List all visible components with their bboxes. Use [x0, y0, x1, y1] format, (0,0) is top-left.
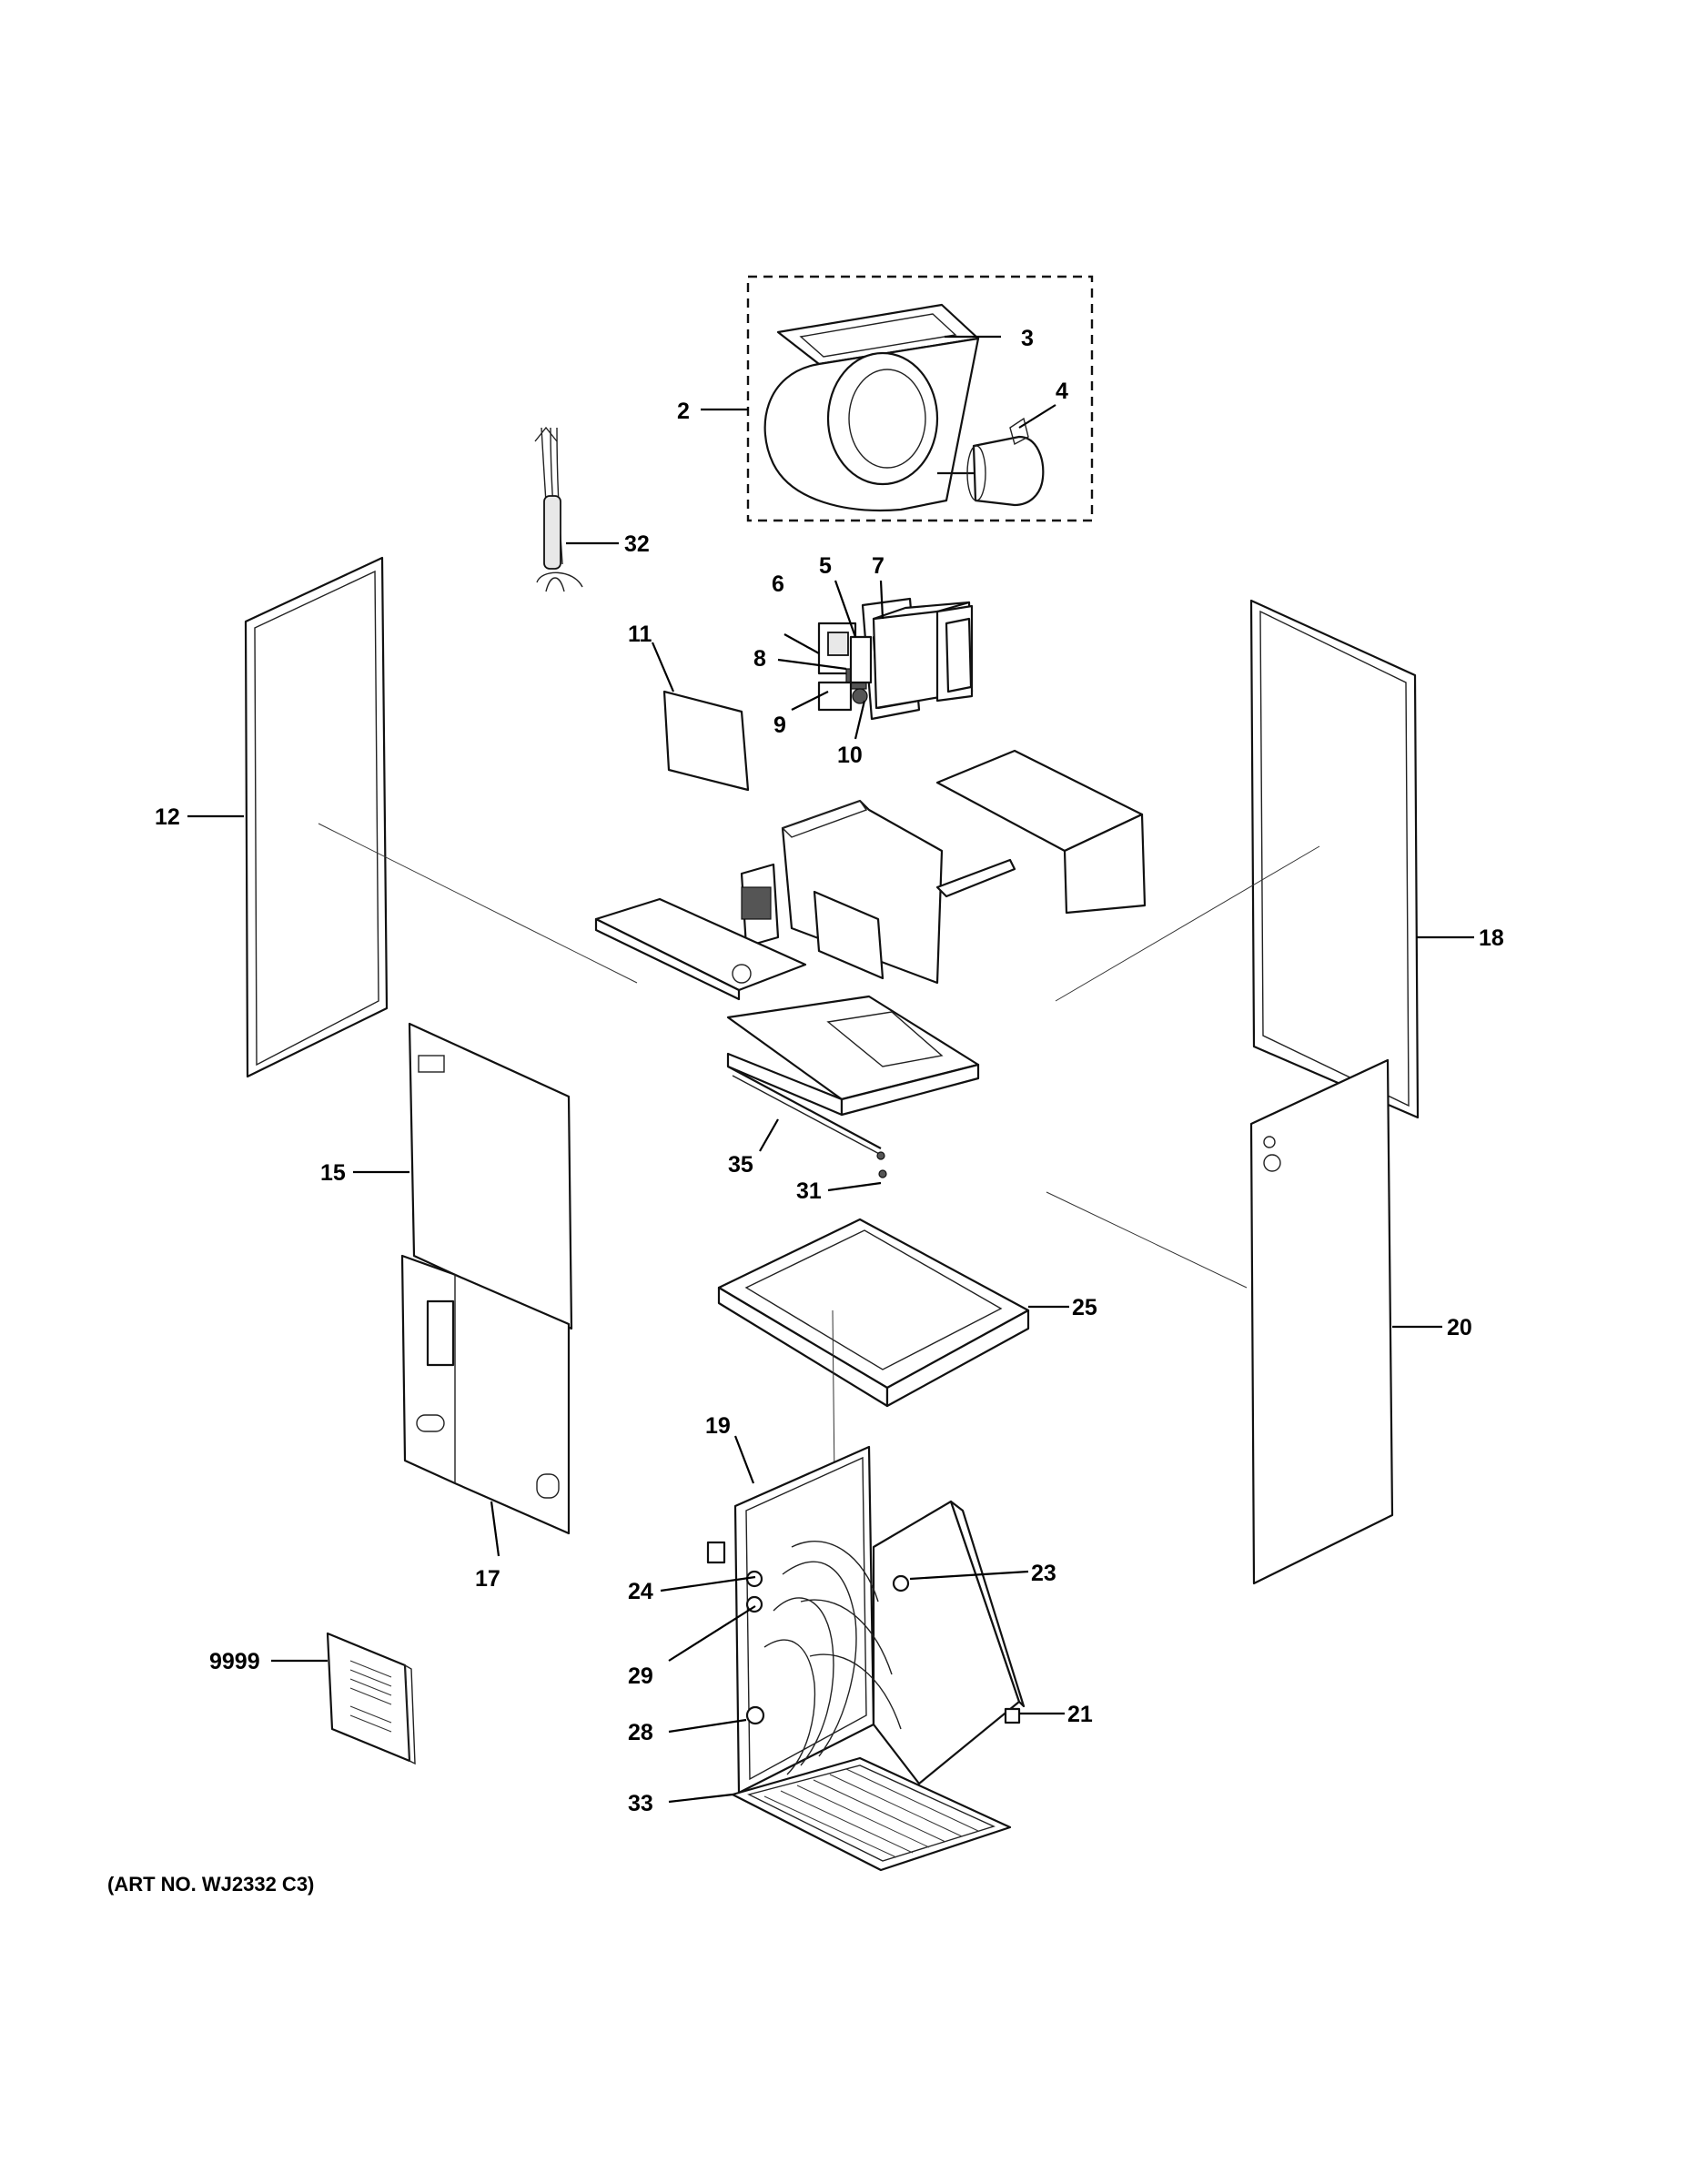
callout-3: 3 [1021, 326, 1034, 351]
left-side-panel [187, 556, 389, 1078]
callout-32: 32 [624, 531, 650, 557]
evaporator-coil [660, 1435, 1065, 1795]
callout-18: 18 [1479, 925, 1504, 951]
panel-20 [1249, 1058, 1394, 1585]
leader-33 [668, 1793, 733, 1804]
callout-23: 23 [1031, 1561, 1056, 1586]
leader-10 [854, 700, 866, 740]
callout-21: 21 [1067, 1702, 1093, 1727]
leader-5 [834, 580, 857, 638]
leader-6 [783, 633, 820, 654]
callout-12: 12 [155, 804, 180, 830]
callout-35: 35 [728, 1152, 753, 1178]
coil-frame-19 [733, 1445, 875, 1795]
leader-11 [651, 642, 675, 693]
blower-assembly [701, 275, 1094, 522]
front-panels [353, 1022, 573, 1557]
alignment-lines [318, 823, 1320, 1566]
callout-9999: 9999 [209, 1649, 260, 1674]
blower-motor [972, 435, 1045, 507]
leader-35 [759, 1118, 779, 1152]
literature-pack [271, 1632, 416, 1765]
drain-pan [717, 1218, 1069, 1408]
top-partition [594, 749, 1147, 1001]
panel-15 [408, 1022, 573, 1330]
leader-23 [909, 1570, 1029, 1581]
blower-wheel-opening [826, 351, 939, 486]
callout-17: 17 [475, 1566, 500, 1592]
leader-7 [879, 580, 884, 620]
callout-24: 24 [628, 1579, 653, 1604]
bottom-grille [668, 1756, 1012, 1872]
leader-8 [777, 658, 847, 671]
callout-6: 6 [772, 571, 784, 597]
cover-11 [662, 690, 750, 792]
callout-11: 11 [628, 622, 652, 647]
callout-4: 4 [1056, 379, 1068, 404]
callout-31: 31 [796, 1178, 822, 1204]
leader-17 [490, 1501, 500, 1557]
grille-33 [731, 1756, 1012, 1872]
callout-20: 20 [1447, 1315, 1472, 1340]
callout-29: 29 [628, 1663, 653, 1689]
manual-9999 [326, 1632, 411, 1763]
leader-29 [668, 1605, 756, 1662]
leader-19 [733, 1435, 755, 1484]
callout-33: 33 [628, 1791, 653, 1816]
right-side-panel [1249, 599, 1474, 1119]
leader-9 [791, 691, 829, 711]
leader-4 [1018, 404, 1056, 429]
leader-28 [668, 1718, 747, 1734]
wire-harness [534, 426, 619, 592]
callout-8: 8 [753, 646, 766, 672]
callout-labels: 2 3 4 5 6 7 8 9 10 11 12 15 17 18 19 20 … [107, 326, 1504, 1896]
panel-12 [244, 556, 389, 1078]
access-cover [651, 642, 750, 792]
leader-24 [660, 1575, 756, 1592]
callout-9: 9 [773, 713, 786, 738]
callout-2: 2 [677, 399, 690, 424]
callout-10: 10 [837, 743, 863, 768]
right-rear-panel [1249, 1058, 1442, 1585]
callout-7: 7 [872, 553, 884, 579]
expansion-valve [706, 1541, 726, 1564]
callout-19: 19 [705, 1413, 731, 1439]
art-number: (ART NO. WJ2332 C3) [107, 1873, 314, 1896]
panel-18 [1249, 599, 1420, 1119]
callout-28: 28 [628, 1720, 653, 1745]
pan-25 [717, 1218, 1030, 1390]
coil-slab-right [872, 1500, 1021, 1785]
callout-25: 25 [1072, 1295, 1097, 1320]
control-box-components [777, 580, 974, 740]
leader-31 [827, 1181, 882, 1192]
callout-15: 15 [320, 1160, 346, 1186]
rail-35 [727, 1066, 882, 1149]
filter-rack [726, 995, 980, 1192]
callout-5: 5 [819, 553, 832, 579]
blower-assembly-boundary [746, 275, 1094, 522]
